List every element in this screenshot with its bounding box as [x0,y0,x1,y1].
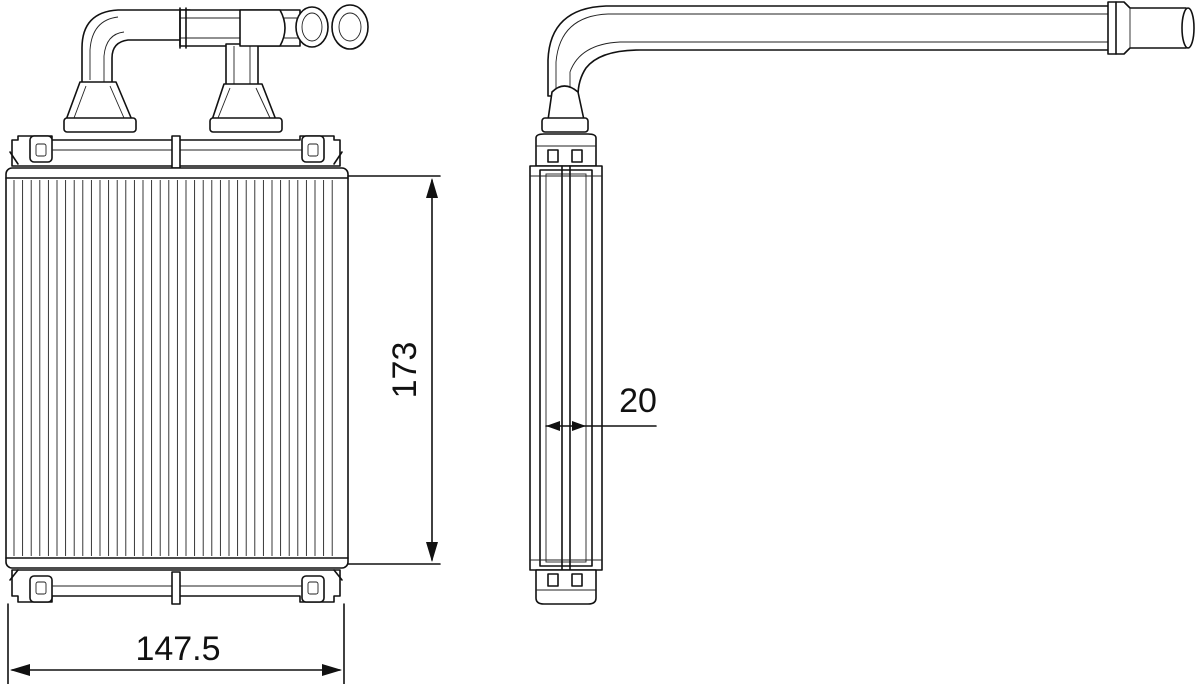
front-view: 173 147.5 [5,4,441,684]
width-dimension-label: 147.5 [135,630,220,668]
depth-dimension-label: 20 [619,382,657,420]
side-view: 20 [529,1,1195,605]
radiator-core [5,167,349,569]
side-bottom-tank [535,569,597,605]
core-fins [13,180,333,556]
depth-dimension: 20 [545,382,657,431]
side-pipe [541,1,1195,133]
side-core [529,165,603,571]
height-dimension: 173 [347,175,441,565]
bottom-tank [9,569,343,605]
height-dimension-label: 173 [386,342,424,399]
width-dimension: 147.5 [7,603,345,684]
side-top-tank [535,133,597,167]
top-tank [9,135,343,169]
front-pipes [63,4,369,133]
